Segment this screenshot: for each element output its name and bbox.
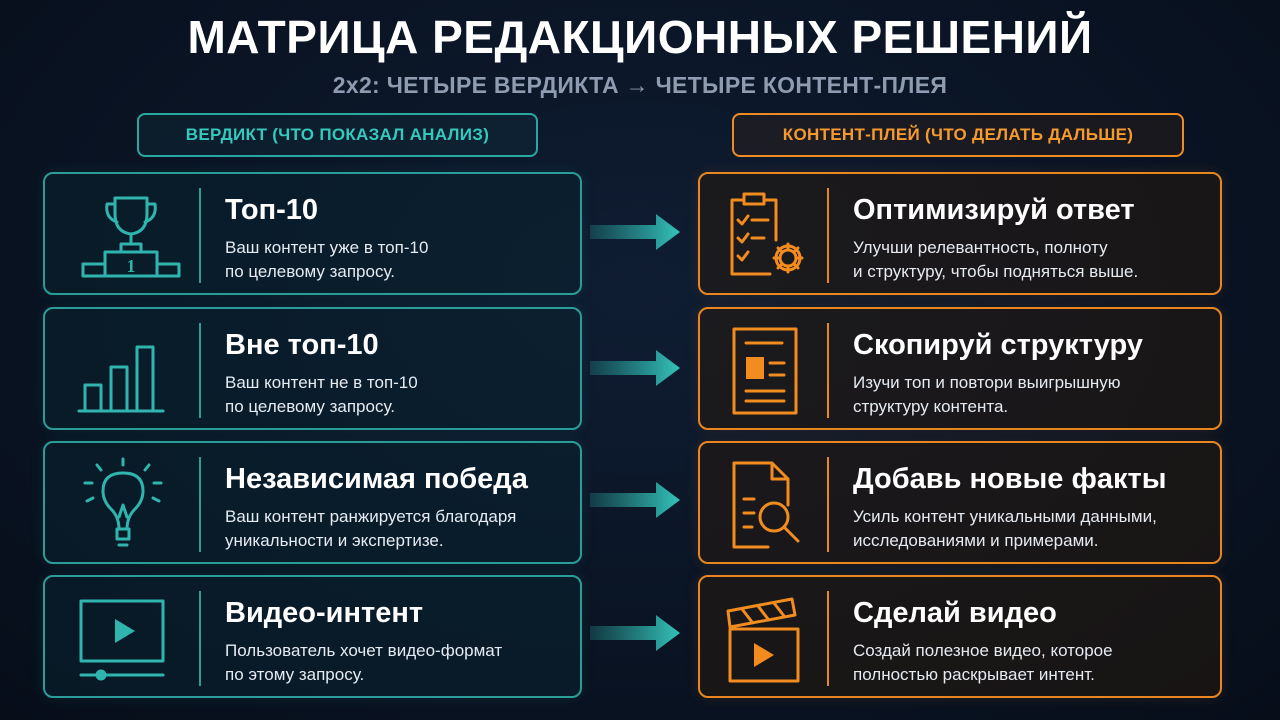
arrow-right-icon — [590, 350, 680, 386]
play-description: Создай полезное видео, которое полностью… — [853, 641, 1113, 684]
document-search-icon — [732, 461, 800, 549]
arrow-right-icon — [590, 615, 680, 651]
arrow-right-icon — [590, 214, 680, 250]
play-description: Усиль контент уникальными данными, иссле… — [853, 507, 1157, 550]
trophy-number: 1 — [127, 256, 136, 276]
verdict-card-independent-win: Независимая победа Ваш контент ранжирует… — [43, 441, 582, 564]
card-divider — [827, 457, 829, 552]
checklist-gear-icon — [730, 192, 804, 276]
play-card-make-video: Сделай видео Создай полезное видео, кото… — [698, 575, 1222, 698]
trophy-podium-icon: 1 — [81, 196, 181, 278]
verdict-card-top10: 1 Топ-10 Ваш контент уже в топ-10 по цел… — [43, 172, 582, 295]
verdict-description: Ваш контент уже в топ-10 по целевому зап… — [225, 238, 429, 281]
clapperboard-icon — [726, 597, 800, 683]
verdict-title: Топ-10 — [225, 194, 319, 226]
play-card-optimize-answer: Оптимизируй ответ Улучши релевантность, … — [698, 172, 1222, 295]
verdict-description: Ваш контент не в топ-10 по целевому запр… — [225, 373, 418, 416]
video-player-icon — [79, 599, 165, 681]
card-divider — [199, 323, 201, 418]
verdict-card-video-intent: Видео-интент Пользователь хочет видео-фо… — [43, 575, 582, 698]
page-subtitle: 2x2: ЧЕТЫРЕ ВЕРДИКТА → ЧЕТЫРЕ КОНТЕНТ-ПЛ… — [332, 72, 948, 98]
play-title: Добавь новые факты — [853, 463, 1167, 495]
verdict-description: Пользователь хочет видео-формат по этому… — [225, 641, 503, 684]
lightbulb-icon — [83, 457, 163, 547]
verdict-title: Независимая победа — [225, 463, 528, 495]
document-layout-icon — [732, 327, 798, 415]
verdict-column-header: ВЕРДИКТ (ЧТО ПОКАЗАЛ АНАЛИЗ) — [137, 113, 538, 157]
bar-chart-icon — [77, 345, 165, 413]
card-divider — [827, 188, 829, 283]
play-card-add-facts: Добавь новые факты Усиль контент уникаль… — [698, 441, 1222, 564]
play-title: Оптимизируй ответ — [853, 194, 1135, 226]
play-title: Сделай видео — [853, 597, 1057, 629]
arrow-right-icon — [590, 482, 680, 518]
card-divider — [199, 188, 201, 283]
card-divider — [827, 323, 829, 418]
verdict-title: Вне топ-10 — [225, 329, 379, 361]
card-divider — [199, 591, 201, 686]
content-play-column-header: КОНТЕНТ-ПЛЕЙ (ЧТО ДЕЛАТЬ ДАЛЬШЕ) — [732, 113, 1184, 157]
play-description: Улучши релевантность, полноту и структур… — [853, 238, 1139, 281]
verdict-card-outside-top10: Вне топ-10 Ваш контент не в топ-10 по це… — [43, 307, 582, 430]
play-title: Скопируй структуру — [853, 329, 1143, 361]
play-description: Изучи топ и повтори выигрышную структуру… — [853, 373, 1121, 416]
card-divider — [827, 591, 829, 686]
page-title: МАТРИЦА РЕДАКЦИОННЫХ РЕШЕНИЙ — [187, 11, 1093, 63]
card-divider — [199, 457, 201, 552]
verdict-description: Ваш контент ранжируется благодаря уникал… — [225, 507, 517, 550]
play-card-copy-structure: Скопируй структуру Изучи топ и повтори в… — [698, 307, 1222, 430]
verdict-title: Видео-интент — [225, 597, 424, 629]
